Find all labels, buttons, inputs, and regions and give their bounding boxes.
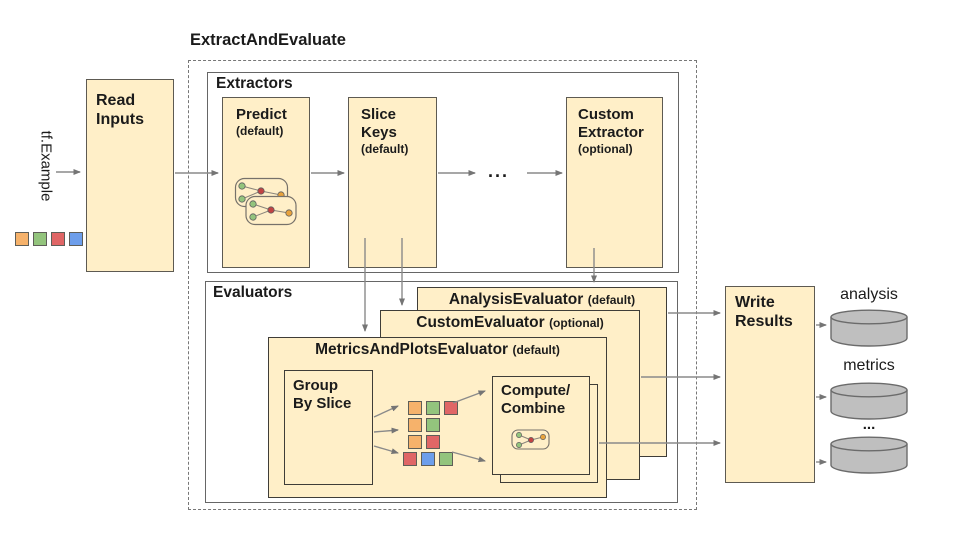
sliced-data-squares	[403, 401, 462, 469]
evaluators-section-label: Evaluators	[213, 284, 293, 301]
compute-combine-box: Compute/ Combine	[492, 376, 590, 475]
green-square-icon	[33, 232, 47, 246]
extractors-section-label: Extractors	[216, 75, 293, 92]
red-square-icon	[444, 401, 458, 415]
read-inputs-label-line2: Inputs	[96, 111, 144, 129]
orange-square-icon	[408, 418, 422, 432]
write-results-label-line2: Results	[735, 313, 793, 331]
slice-keys-label-line1: Slice	[361, 106, 397, 123]
square-row	[408, 435, 462, 449]
custom-evaluator-tag: (optional)	[549, 316, 604, 330]
predict-tag: (default)	[236, 124, 284, 138]
compute-combine-label-line1: Compute/	[501, 382, 571, 399]
read-inputs-box: Read Inputs	[86, 79, 174, 272]
green-square-icon	[426, 401, 440, 415]
slice-keys-tag: (default)	[361, 142, 409, 156]
blue-square-icon	[69, 232, 83, 246]
custom-evaluator-label: CustomEvaluator	[416, 314, 545, 331]
group-by-slice-label-line1: Group	[293, 377, 338, 394]
slice-keys-extractor-box: Slice Keys (default)	[348, 97, 437, 268]
red-square-icon	[403, 452, 417, 466]
read-inputs-label-line1: Read	[96, 92, 136, 109]
more-database-icon	[830, 436, 908, 474]
square-row	[403, 452, 462, 466]
input-legend-squares	[15, 232, 87, 249]
square-row	[15, 232, 87, 246]
extract-and-evaluate-container	[188, 60, 697, 510]
diagram-title: ExtractAndEvaluate	[190, 31, 346, 49]
orange-square-icon	[408, 401, 422, 415]
orange-square-icon	[408, 435, 422, 449]
write-results-label-line1: Write	[735, 294, 775, 311]
metrics-and-plots-evaluator-tag: (default)	[512, 343, 560, 357]
metrics-and-plots-evaluator-label: MetricsAndPlotsEvaluator	[315, 341, 509, 358]
group-by-slice-label-line2: By Slice	[293, 395, 352, 412]
compute-combine-label-line2: Combine	[501, 400, 566, 417]
custom-extractor-tag: (optional)	[578, 142, 633, 156]
analysis-output-label: analysis	[840, 286, 898, 303]
analysis-database-icon	[830, 309, 908, 347]
green-square-icon	[439, 452, 453, 466]
red-square-icon	[426, 435, 440, 449]
analysis-evaluator-label: AnalysisEvaluator	[448, 291, 584, 308]
predict-label: Predict	[236, 106, 287, 123]
write-results-box: Write Results	[725, 286, 815, 483]
predict-extractor-box: Predict (default)	[222, 97, 310, 268]
input-label: tf.Example	[37, 130, 55, 202]
more-outputs-ellipsis: ...	[862, 416, 876, 433]
slice-keys-label-line2: Keys	[361, 124, 397, 141]
square-row	[408, 418, 462, 432]
custom-extractor-box: Custom Extractor (optional)	[566, 97, 663, 268]
evaluators-section-box	[205, 281, 678, 503]
analysis-evaluator-tag: (default)	[587, 293, 636, 307]
extractors-ellipsis: ...	[488, 161, 510, 181]
custom-extractor-label-line2: Extractor	[578, 124, 644, 141]
orange-square-icon	[15, 232, 29, 246]
red-square-icon	[51, 232, 65, 246]
green-square-icon	[426, 418, 440, 432]
blue-square-icon	[421, 452, 435, 466]
group-by-slice-box: Group By Slice	[284, 370, 373, 485]
square-row	[408, 401, 462, 415]
metrics-output-label: metrics	[843, 357, 895, 374]
custom-extractor-label-line1: Custom	[578, 106, 634, 123]
